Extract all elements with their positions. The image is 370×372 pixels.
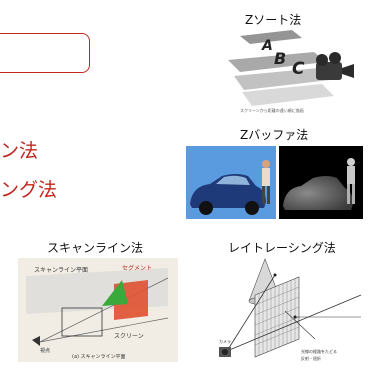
scanline-sub-caption: (a) スキャンライン平面 (72, 354, 126, 360)
raytracing-note-2: 反射・屈折 (301, 355, 321, 361)
zsort-note: スクリーンから距離の遠い順に描画 (240, 107, 304, 113)
scanline-figure: スキャンライン平面 セグメント スクリーン 視点 (a) スキャンライン平面 (18, 258, 178, 362)
scanline-caption: スキャンライン法 (47, 241, 144, 255)
zsort-figure: A B C スクリーンから距離の遠い順に描画 (222, 28, 356, 116)
highlight-box (0, 33, 90, 73)
method-text-1: ン法 (0, 140, 39, 162)
raytracing-figure: カメラ 光線の経路をたどる 反射・屈折 (215, 255, 365, 370)
segment-label: セグメント (122, 264, 152, 272)
method-text-2: ング法 (0, 179, 58, 201)
zsort-letter-b: B (274, 49, 286, 68)
zbuffer-color-image (186, 146, 276, 219)
scanline-plane-label: スキャンライン平面 (34, 267, 88, 274)
zbuffer-depth-image (279, 146, 363, 219)
raytracing-caption: レイトレーシング法 (228, 241, 336, 255)
raytracing-note-1: 光線の経路をたどる (301, 348, 337, 354)
zbuffer-caption: Zバッファ法 (240, 128, 309, 142)
camera-label: カメラ (219, 338, 231, 344)
zsort-letter-a: A (261, 38, 273, 54)
zsort-caption: Zソート法 (245, 13, 302, 27)
viewpoint-label: 視点 (40, 347, 50, 354)
screen-label: スクリーン (114, 333, 144, 340)
zsort-letter-c: C (292, 59, 305, 79)
